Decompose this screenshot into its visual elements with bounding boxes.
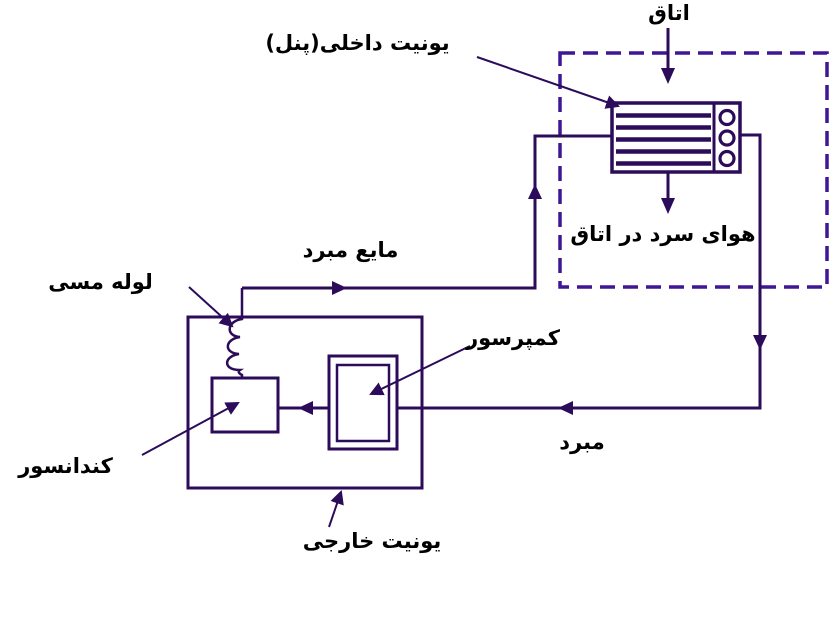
condenser-label: کندانسور bbox=[18, 454, 113, 478]
liquid-refrigerant-label: مایع مبرد bbox=[302, 238, 399, 262]
copper-pipe-leader-line bbox=[188, 286, 234, 328]
compressor-to-condenser-pipe bbox=[278, 401, 329, 415]
flow-arrow-down bbox=[753, 335, 767, 350]
condenser-leader-line bbox=[141, 401, 240, 456]
room-air-arrow bbox=[661, 28, 675, 84]
cold-air-arrow bbox=[661, 172, 675, 214]
indoor-unit-fins bbox=[616, 113, 711, 166]
compressor-leader-line bbox=[369, 345, 471, 396]
flow-arrow-right bbox=[332, 281, 347, 295]
liquid-refrigerant-pipe bbox=[242, 134, 612, 295]
indoor-unit-leader-line bbox=[476, 56, 620, 109]
condenser-box bbox=[210, 376, 280, 434]
cold-air-label: هوای سرد در اتاق bbox=[570, 222, 756, 246]
outdoor-unit-label: یونیت خارجی bbox=[302, 529, 442, 553]
refrigerant-return-pipe bbox=[398, 133, 767, 415]
flow-arrow-left bbox=[558, 401, 573, 415]
copper-pipe-label: لوله مسی bbox=[48, 270, 153, 294]
compressor-box bbox=[327, 354, 399, 451]
flow-arrow-left-2 bbox=[298, 401, 313, 415]
outdoor-unit-leader-line bbox=[328, 490, 344, 528]
indoor-unit-fan-circles bbox=[718, 108, 736, 168]
indoor-unit-panel bbox=[610, 101, 742, 174]
room-label: اتاق bbox=[648, 1, 690, 25]
indoor-unit-label: یونیت داخلی(پنل) bbox=[265, 31, 450, 55]
outdoor-unit-box bbox=[186, 315, 424, 490]
copper-pipe-coil bbox=[225, 288, 245, 378]
flow-arrow-up bbox=[528, 184, 542, 199]
compressor-label: کمپرسور bbox=[466, 326, 560, 350]
refrigerant-label: مبرد bbox=[559, 430, 605, 454]
room-boundary-dashed-box bbox=[558, 51, 829, 289]
